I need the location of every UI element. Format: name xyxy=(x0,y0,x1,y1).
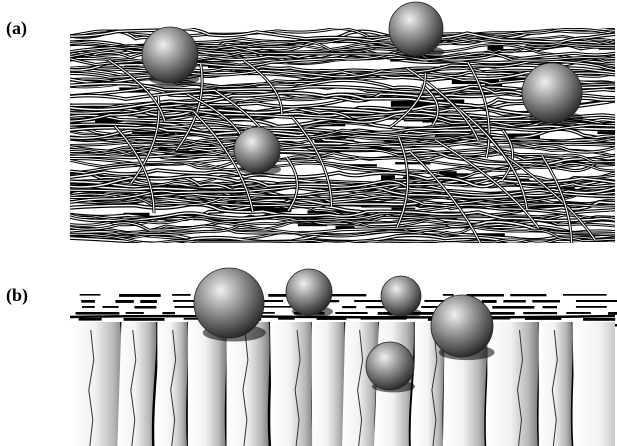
layer-dash xyxy=(80,294,101,296)
layer-dash xyxy=(503,300,525,303)
layer-boundary xyxy=(70,316,615,317)
layer-dash xyxy=(576,300,617,302)
particle-sphere xyxy=(234,127,281,175)
layer-dash xyxy=(467,294,504,297)
particle-sphere xyxy=(431,295,495,360)
layer-dash xyxy=(566,312,591,314)
layer-dash xyxy=(532,300,560,303)
fibrous-mat xyxy=(70,2,617,266)
particle-sphere xyxy=(366,342,415,392)
particle-sphere xyxy=(194,268,266,342)
particle-sphere xyxy=(142,27,199,86)
layer-dash xyxy=(262,300,283,302)
membrane-column xyxy=(117,322,157,446)
layer-dash xyxy=(278,318,295,320)
layer-dash xyxy=(576,306,607,308)
layer-dash xyxy=(608,312,617,315)
layer-dash xyxy=(124,318,165,321)
layer-dash xyxy=(263,306,292,308)
layer-dash xyxy=(134,306,156,309)
layer-dash xyxy=(563,294,607,296)
particle-sphere xyxy=(381,276,422,318)
membrane-column xyxy=(70,322,125,446)
layer-dash xyxy=(443,294,454,296)
layer-dash xyxy=(510,294,546,296)
layer-dash xyxy=(523,312,557,314)
fiber-gap xyxy=(395,162,430,164)
layer-dash xyxy=(140,300,157,303)
membrane-column xyxy=(572,322,617,446)
layer-dash xyxy=(332,294,367,296)
layer-dash xyxy=(76,312,120,315)
membrane-column xyxy=(312,322,346,446)
fiber-gap xyxy=(597,131,617,134)
layer-dash xyxy=(342,306,356,308)
particle-sphere xyxy=(522,63,584,126)
membrane-column xyxy=(487,322,538,446)
layer-dash xyxy=(482,300,497,303)
membrane-column xyxy=(157,322,188,446)
layer-dash xyxy=(172,294,191,296)
columnar-membrane xyxy=(70,268,617,446)
layer-dash xyxy=(115,300,133,303)
layer-dash xyxy=(81,300,95,303)
layer-dash xyxy=(79,318,102,321)
layer-dash xyxy=(335,312,367,314)
layer-dash xyxy=(525,318,562,320)
layer-dash xyxy=(126,312,144,314)
layer-dash xyxy=(103,306,119,308)
layer-dash xyxy=(543,306,558,308)
particle-sphere xyxy=(286,269,333,317)
layer-dash xyxy=(492,306,534,309)
layer-dash xyxy=(82,306,95,308)
layer-dash xyxy=(163,312,176,314)
membrane-column xyxy=(270,322,314,446)
membrane-columns xyxy=(70,322,617,446)
particle-sphere xyxy=(389,2,444,59)
layer-dash xyxy=(583,318,615,321)
layer-dash xyxy=(119,294,161,297)
